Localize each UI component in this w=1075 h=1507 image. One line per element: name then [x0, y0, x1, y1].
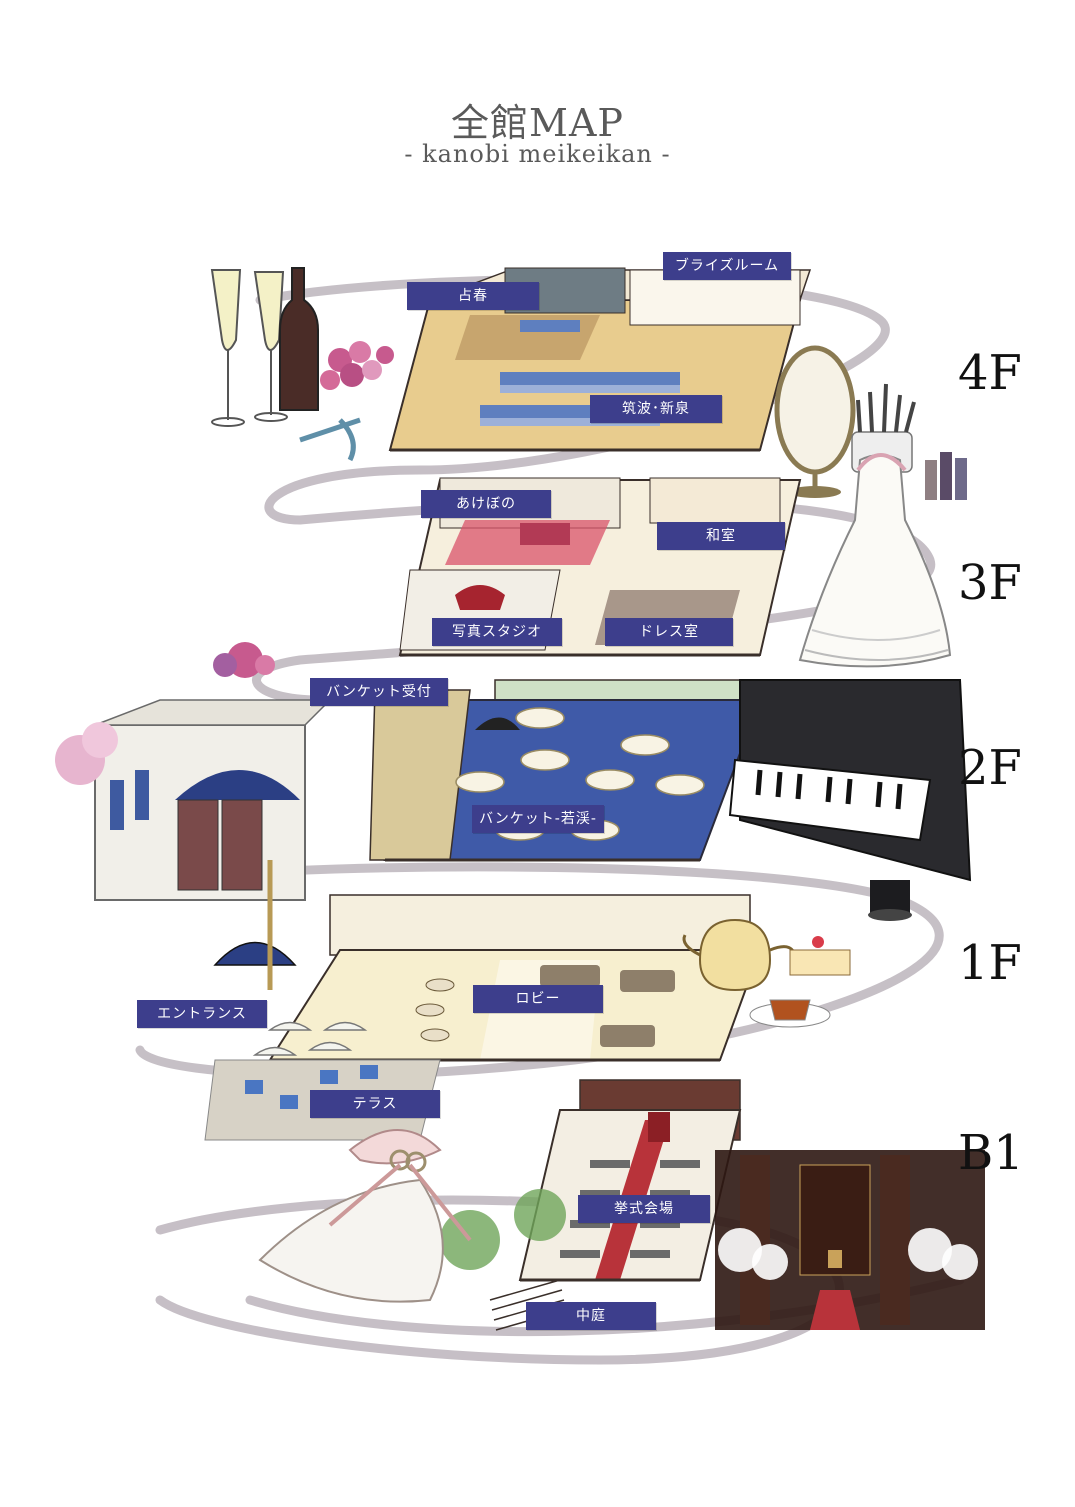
ring-pillow-illustration: [258, 1129, 472, 1303]
mirror-illustration: [774, 345, 856, 498]
floor-label-1f: 1F: [958, 935, 1022, 991]
room-label-photo-studio[interactable]: 写真スタジオ: [432, 618, 562, 646]
wedding-dress-illustration: [798, 453, 952, 668]
room-label-senshun[interactable]: 占春: [407, 282, 539, 310]
floor-2f-plan: [369, 679, 762, 862]
room-label-entrance[interactable]: エントランス: [137, 1000, 267, 1028]
map-title: 全館MAP: [451, 101, 624, 145]
room-label-ceremony-hall[interactable]: 挙式会場: [578, 1195, 710, 1223]
champagne-glasses-illustration: [210, 267, 394, 462]
room-label-courtyard[interactable]: 中庭: [526, 1302, 656, 1330]
floor-label-3f: 3F: [958, 555, 1022, 611]
floor-label-b1: B1: [958, 1125, 1024, 1181]
room-label-banquet-wakatani[interactable]: バンケット-若渓-: [472, 805, 604, 833]
building-facade-illustration: [55, 642, 332, 901]
room-label-dress-room[interactable]: ドレス室: [605, 618, 733, 646]
teapot-and-cake-illustration: [682, 918, 851, 1028]
floor-label-2f: 2F: [958, 740, 1022, 796]
map-subtitle: - kanobi meikeikan -: [404, 140, 671, 168]
grand-piano-illustration: [728, 679, 972, 921]
room-label-banquet-reception[interactable]: バンケット受付: [310, 678, 448, 706]
room-label-akebono[interactable]: あけぼの: [421, 490, 551, 518]
room-label-bridal-room[interactable]: ブライズルーム: [663, 252, 791, 280]
room-label-lobby[interactable]: ロビー: [473, 985, 603, 1013]
room-label-terrace[interactable]: テラス: [310, 1090, 440, 1118]
floor-label-4f: 4F: [958, 345, 1022, 401]
room-label-tsukuba-niizumi[interactable]: 筑波･新泉: [590, 395, 722, 423]
chapel-interior-illustration: [715, 1150, 985, 1330]
room-label-washitsu[interactable]: 和室: [657, 522, 785, 550]
